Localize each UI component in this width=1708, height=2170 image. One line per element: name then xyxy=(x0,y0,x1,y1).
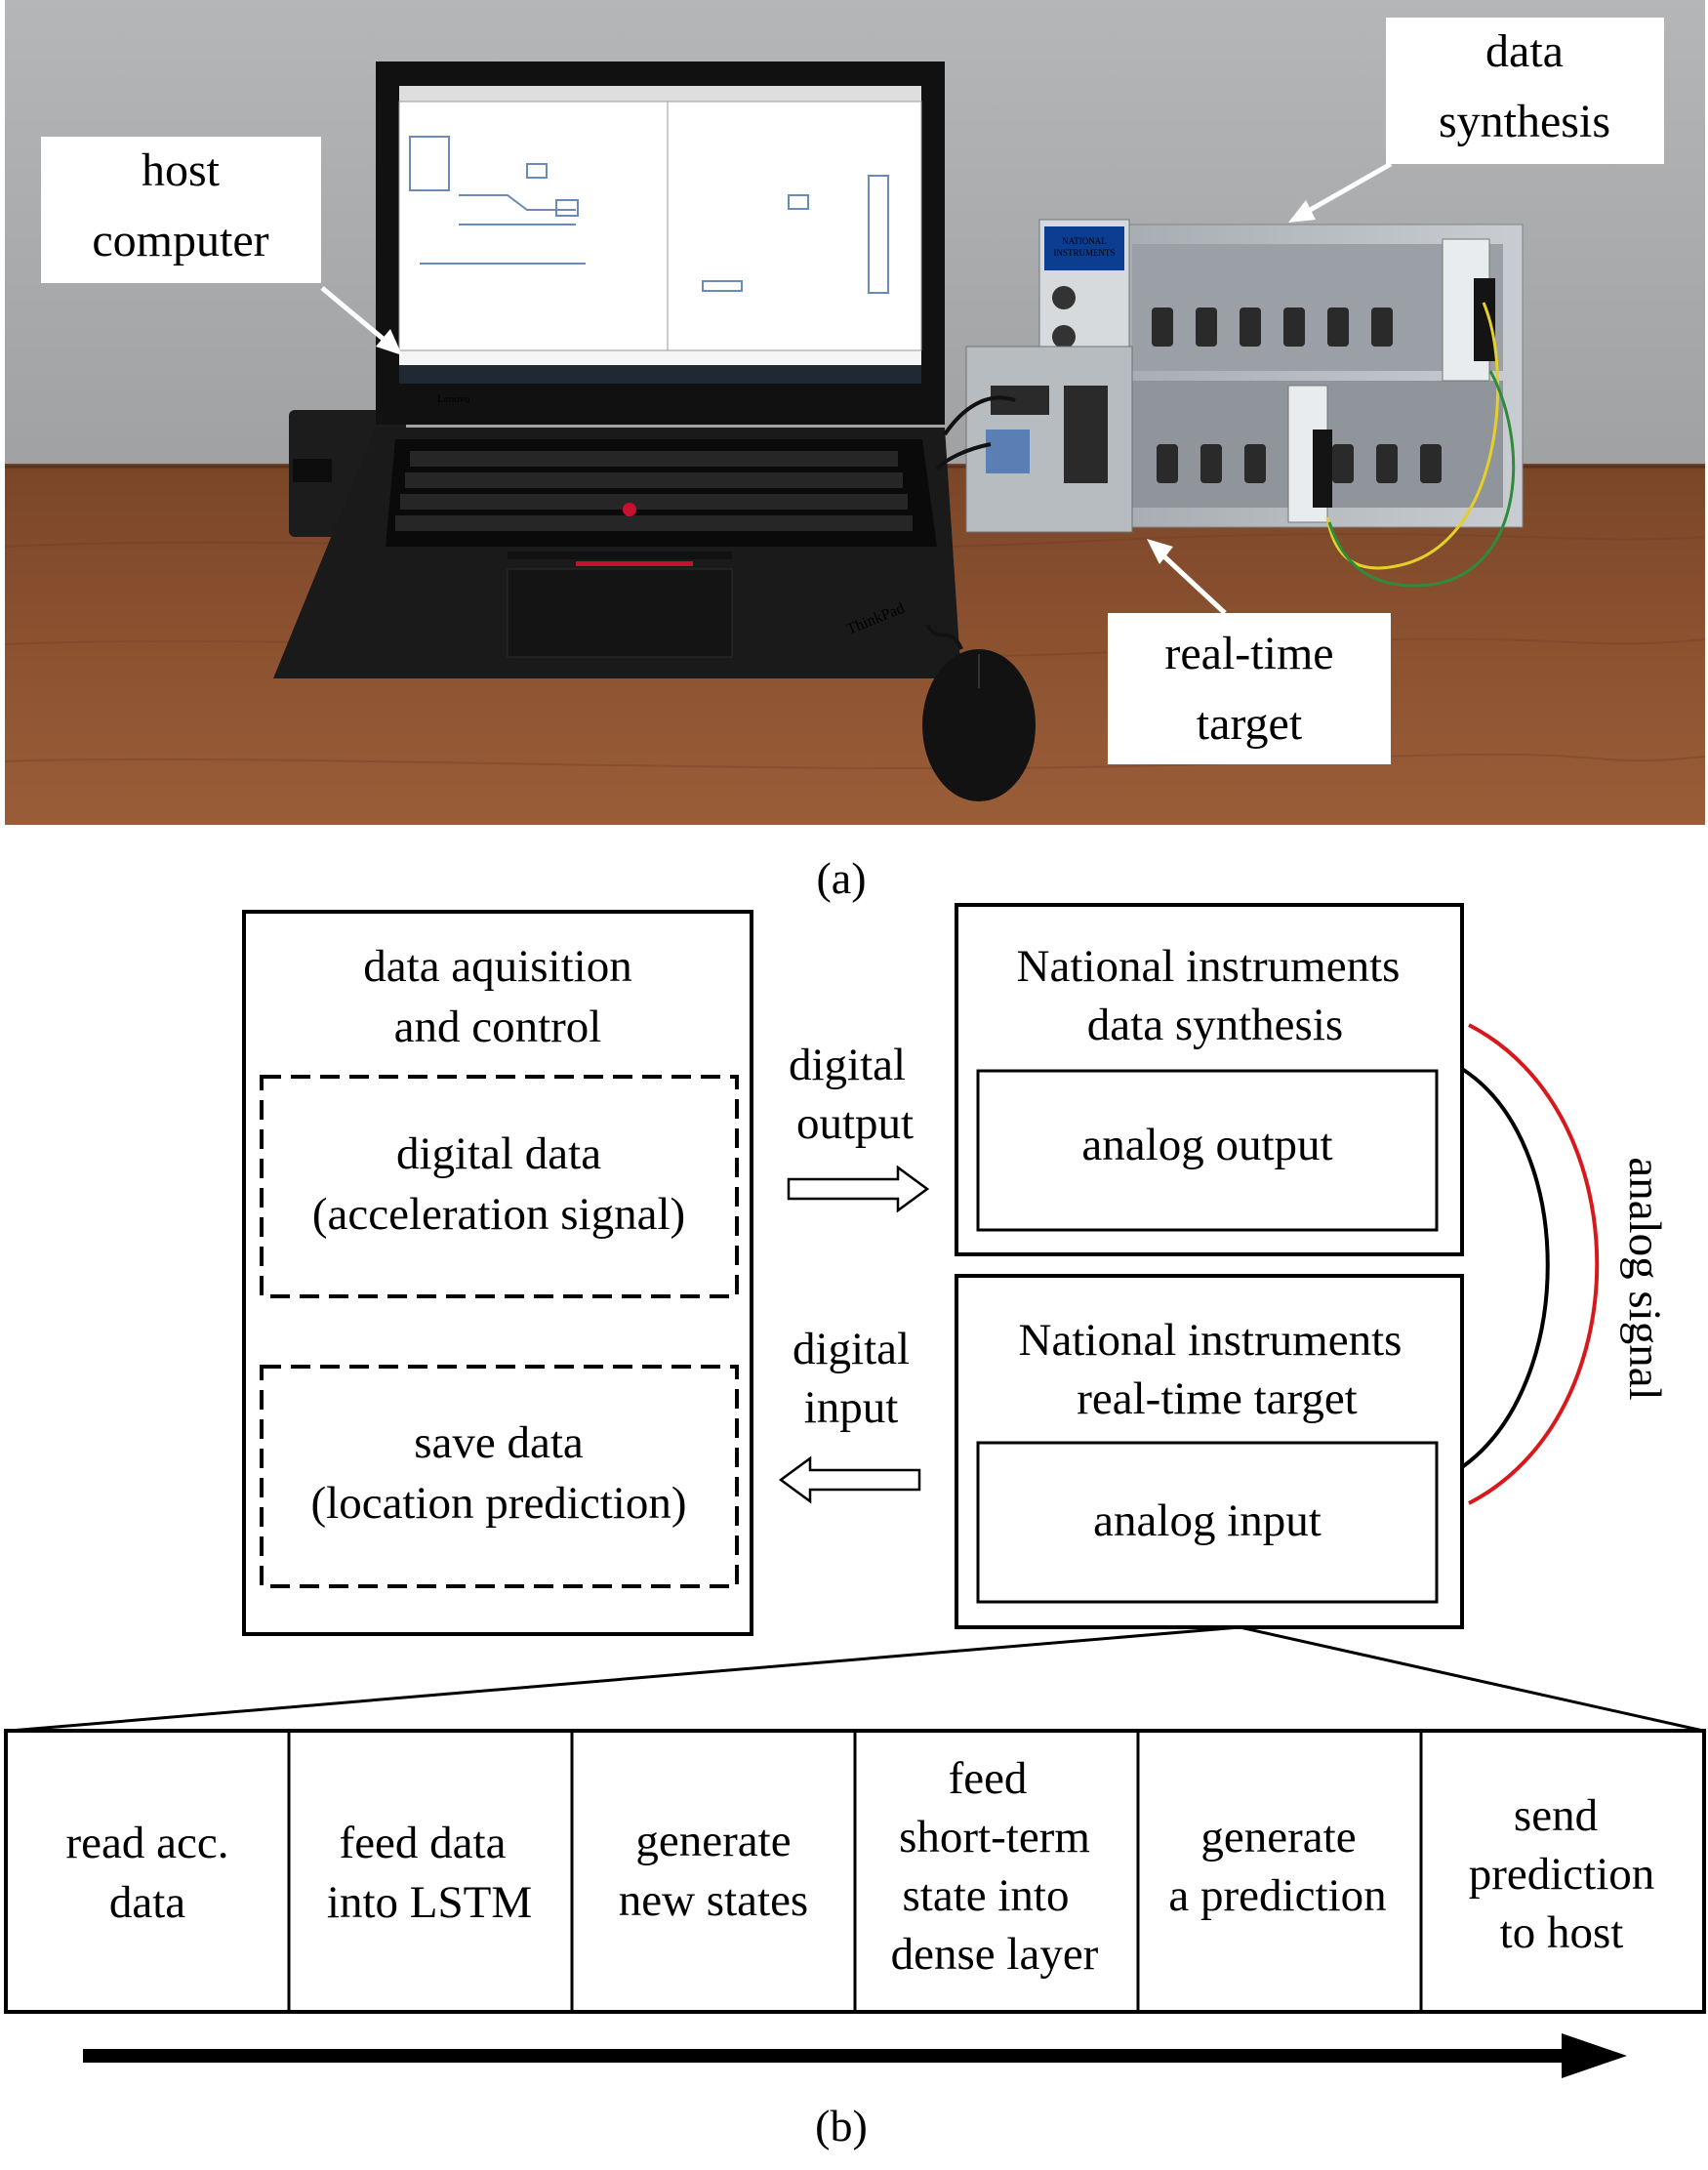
digital-input-line1: digital xyxy=(793,1324,910,1374)
step-2-line1: feed data xyxy=(340,1818,507,1868)
host-sub1-line2: (acceleration signal) xyxy=(312,1189,685,1240)
taskbar xyxy=(399,365,921,384)
trackpoint xyxy=(623,503,636,516)
callout-real-time-target: real-time target xyxy=(1108,539,1391,764)
step-6-line3: to host xyxy=(1500,1907,1624,1958)
keyboard-keys xyxy=(395,451,913,531)
callout-synthesis-line1: data xyxy=(1485,25,1564,77)
pipeline-row xyxy=(4,1729,1706,2014)
host-sub2-line2: (location prediction) xyxy=(311,1478,687,1529)
yellow-wire xyxy=(1325,302,1500,570)
digital-input-arrow xyxy=(778,1455,921,1504)
step-4-line2: short-term xyxy=(899,1812,1090,1863)
time-arrowhead xyxy=(1562,2033,1627,2078)
ni-logo-line2: INSTRUMENTS xyxy=(1053,248,1115,258)
target-box xyxy=(955,1274,1464,1629)
analog-input-box xyxy=(976,1441,1439,1604)
laptop: Lenovo ThinkPad xyxy=(273,61,961,678)
step-5-line1: generate xyxy=(1200,1812,1356,1863)
photo-panel: Lenovo ThinkPad xyxy=(4,0,1706,825)
host-save-data-box xyxy=(260,1365,739,1588)
laptop-brand: Lenovo xyxy=(437,393,470,405)
callout-data-synthesis: data synthesis xyxy=(1288,18,1664,223)
step-3-line2: new states xyxy=(619,1875,808,1926)
analog-wire-black xyxy=(1460,1067,1550,1469)
diagram-text: data aquisition and control digital data… xyxy=(66,941,1670,1980)
step-6-line1: send xyxy=(1514,1790,1598,1841)
step-4-line3: state into xyxy=(903,1870,1070,1921)
analog-input-label: analog input xyxy=(1093,1495,1322,1546)
analog-output-label: analog output xyxy=(1081,1120,1332,1170)
digital-input-line2: input xyxy=(804,1382,899,1433)
step-4-line1: feed xyxy=(949,1753,1028,1804)
step-1-line1: read acc. xyxy=(66,1818,229,1868)
step-4-line4: dense layer xyxy=(891,1929,1099,1980)
caption-a: (a) xyxy=(816,853,866,903)
ni-logo-line1: NATIONAL xyxy=(1062,236,1107,246)
callout-host-line2: computer xyxy=(92,215,268,266)
step-1-line2: data xyxy=(109,1877,185,1928)
digital-output-arrow xyxy=(787,1165,930,1213)
callout-target-line1: real-time xyxy=(1164,628,1333,679)
step-6-line2: prediction xyxy=(1469,1849,1655,1900)
synthesis-title-line1: National instruments xyxy=(1017,941,1401,992)
analog-output-box xyxy=(976,1069,1439,1232)
analog-signal-label: analog signal xyxy=(1619,1157,1670,1400)
digital-output-line1: digital xyxy=(789,1040,906,1090)
analog-wire-red xyxy=(1468,1023,1600,1505)
target-title-line2: real-time target xyxy=(1077,1373,1358,1424)
host-title-line1: data aquisition xyxy=(363,941,631,992)
synthesis-title-line2: data synthesis xyxy=(1087,1000,1343,1050)
host-sub2-line1: save data xyxy=(414,1417,584,1468)
callout-target-arrow xyxy=(1152,545,1227,615)
callout-host-line1: host xyxy=(142,144,221,196)
target-title-line1: National instruments xyxy=(1019,1315,1403,1366)
callout-synthesis-arrow xyxy=(1296,161,1393,220)
touchpad xyxy=(507,568,733,658)
callout-target-line2: target xyxy=(1197,698,1303,750)
callout-host-computer: host computer xyxy=(41,137,402,355)
host-box xyxy=(242,910,753,1636)
step-3-line1: generate xyxy=(635,1816,791,1866)
mouse xyxy=(922,623,1036,801)
step-5-line2: a prediction xyxy=(1168,1870,1386,1921)
digital-output-line2: output xyxy=(796,1098,914,1149)
ni-realtime-target xyxy=(935,346,1133,533)
host-digital-data-box xyxy=(260,1075,739,1298)
caption-b: (b) xyxy=(815,2101,868,2150)
synthesis-box xyxy=(955,903,1464,1256)
zoom-line-left xyxy=(9,1625,1240,1733)
diagram-panel xyxy=(4,903,1706,2078)
host-sub1-line1: digital data xyxy=(396,1128,601,1179)
zoom-line-right xyxy=(1239,1625,1704,1733)
callout-synthesis-line2: synthesis xyxy=(1439,96,1610,147)
host-title-line2: and control xyxy=(394,1002,602,1052)
green-wire xyxy=(1327,370,1516,588)
step-2-line2: into LSTM xyxy=(327,1877,532,1928)
